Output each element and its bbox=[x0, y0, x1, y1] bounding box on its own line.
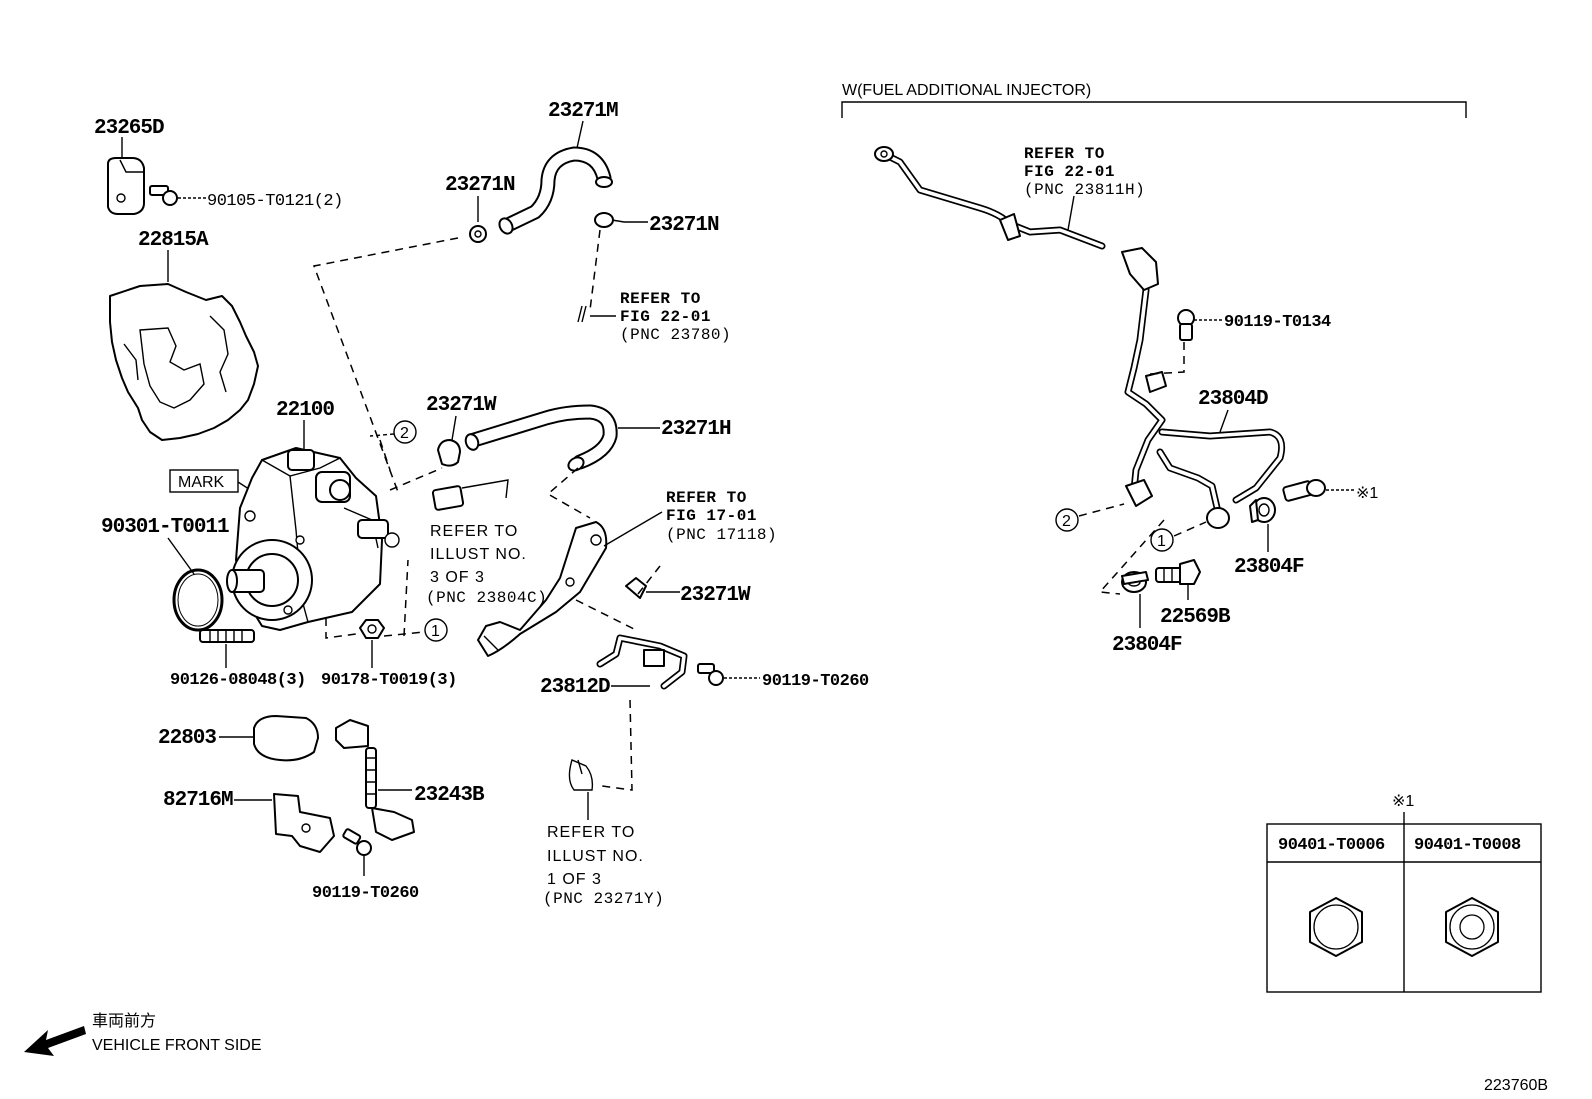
refer-illust-1of3: REFER TO ILLUST NO. 1 OF 3 (PNC 23271Y) bbox=[543, 824, 664, 908]
label-90119-b: 90119-T0260 bbox=[312, 884, 419, 903]
union-bolt bbox=[1282, 479, 1326, 502]
label-90301: 90301-T0011 bbox=[101, 516, 229, 539]
pipe-23812D bbox=[596, 634, 688, 690]
bracket-fig17 bbox=[477, 521, 608, 657]
union-bolt-table: 90401-T0006 90401-T0008 bbox=[1266, 823, 1542, 993]
ref4-line2: ILLUST NO. bbox=[547, 848, 644, 865]
table-col1-header: 90401-T0006 bbox=[1278, 836, 1385, 855]
diagram-id: 223760B bbox=[1484, 1077, 1548, 1094]
table-col2-header: 90401-T0008 bbox=[1414, 836, 1521, 855]
clip-23271N-right bbox=[594, 212, 625, 228]
svg-text:1: 1 bbox=[431, 623, 440, 640]
label-90178: 90178-T0019(3) bbox=[321, 671, 457, 690]
variant-bracket bbox=[841, 101, 1467, 118]
vehicle-front-en: VEHICLE FRONT SIDE bbox=[92, 1037, 262, 1054]
bracket-82716M bbox=[273, 793, 335, 853]
svg-text:2: 2 bbox=[1062, 513, 1071, 530]
nut-90178 bbox=[359, 619, 385, 639]
label-23271N-left: 23271N bbox=[445, 174, 515, 197]
cover-22815A bbox=[109, 283, 259, 441]
ref2-line3: 3 OF 3 bbox=[430, 569, 485, 586]
ref3-line1: REFER TO bbox=[666, 489, 747, 507]
bolt-90119-b bbox=[342, 828, 372, 856]
ref4-line1: REFER TO bbox=[547, 824, 635, 841]
label-23812D: 23812D bbox=[540, 676, 610, 699]
gasket-23804F-lower bbox=[1121, 571, 1149, 593]
stud-90126 bbox=[199, 629, 255, 643]
bracket-23265D bbox=[107, 157, 145, 215]
clip-23271W-lower bbox=[625, 577, 647, 599]
refer-22-01-23780: REFER TO FIG 22-01 (PNC 23780) bbox=[620, 290, 731, 344]
hex-nut-T0008-icon bbox=[1445, 897, 1499, 957]
ref5-line2: FIG 22-01 bbox=[1024, 163, 1115, 181]
label-23271M: 23271M bbox=[548, 100, 618, 123]
label-90126: 90126-08048(3) bbox=[170, 671, 306, 690]
asterisk1-table-label: ※1 bbox=[1392, 793, 1414, 810]
callout-2-right: 2 bbox=[1055, 508, 1079, 532]
bolt-90105 bbox=[149, 185, 178, 206]
hex-bolt-T0006-icon bbox=[1309, 897, 1363, 957]
ref3-line2: FIG 17-01 bbox=[666, 507, 757, 525]
hose-23271H bbox=[464, 404, 618, 472]
label-23804D: 23804D bbox=[1198, 388, 1268, 411]
pump-22100 bbox=[226, 447, 400, 631]
asterisk1-label: ※1 bbox=[1356, 485, 1378, 502]
label-23271W-lower: 23271W bbox=[680, 584, 751, 607]
label-mark-box: MARK bbox=[169, 469, 239, 493]
label-22569B: 22569B bbox=[1160, 606, 1231, 629]
gasket-23804F-upper bbox=[1249, 497, 1276, 523]
ref2-line1: REFER TO bbox=[430, 523, 518, 540]
clip-23271W-top bbox=[437, 439, 461, 467]
label-23271H: 23271H bbox=[661, 418, 731, 441]
callout-1-right: 1 bbox=[1150, 528, 1174, 552]
label-22815A: 22815A bbox=[138, 229, 209, 252]
vehicle-front-jp: 車両前方 bbox=[92, 1012, 156, 1030]
hose-end-ref4 bbox=[568, 759, 594, 791]
ref1-line1: REFER TO bbox=[620, 290, 701, 308]
ref1-line2: FIG 22-01 bbox=[620, 308, 711, 326]
label-mark: MARK bbox=[178, 474, 225, 491]
label-22100: 22100 bbox=[276, 399, 334, 422]
label-22803: 22803 bbox=[158, 727, 216, 750]
label-23271W-top: 23271W bbox=[426, 394, 497, 417]
ref5-line1: REFER TO bbox=[1024, 145, 1105, 163]
label-23265D: 23265D bbox=[94, 117, 164, 140]
svg-text:2: 2 bbox=[400, 425, 409, 442]
label-90119-T0134: 90119-T0134 bbox=[1224, 313, 1331, 332]
ref4-line3: 1 OF 3 bbox=[547, 871, 602, 888]
label-23804F-upper: 23804F bbox=[1234, 556, 1304, 579]
bolt-22569B bbox=[1155, 559, 1201, 585]
svg-text:1: 1 bbox=[1157, 533, 1166, 550]
label-23804F-lower: 23804F bbox=[1112, 634, 1182, 657]
callout-1-left: 1 bbox=[424, 618, 448, 642]
label-90119-a: 90119-T0260 bbox=[762, 672, 869, 691]
label-23271N-right: 23271N bbox=[649, 214, 719, 237]
fitting-pipe bbox=[431, 479, 509, 511]
pipe-ref-23811H bbox=[874, 146, 1106, 250]
label-82716M: 82716M bbox=[163, 789, 233, 812]
bolt-90119-T0134 bbox=[1177, 309, 1195, 341]
ref2-line4: (PNC 23804C) bbox=[426, 589, 547, 607]
cap-22803 bbox=[253, 715, 319, 762]
sensor-23243B bbox=[335, 719, 415, 841]
arrow-left-icon bbox=[24, 1026, 86, 1056]
refer-17-01-17118: REFER TO FIG 17-01 (PNC 17118) bbox=[666, 489, 777, 544]
label-23243B: 23243B bbox=[414, 784, 485, 807]
callout-2-left: 2 bbox=[393, 420, 417, 444]
pipe-23804D bbox=[1121, 247, 1286, 529]
ref5-line3: (PNC 23811H) bbox=[1024, 181, 1145, 199]
label-90105: 90105-T0121(2) bbox=[207, 192, 343, 211]
ref4-line4: (PNC 23271Y) bbox=[543, 890, 664, 908]
refer-22-01-23811H: REFER TO FIG 22-01 (PNC 23811H) bbox=[1024, 145, 1145, 199]
refer-illust-3of3: REFER TO ILLUST NO. 3 OF 3 (PNC 23804C) bbox=[426, 523, 547, 607]
variant-label: W(FUEL ADDITIONAL INJECTOR) bbox=[842, 82, 1091, 99]
ref1-line3: (PNC 23780) bbox=[620, 326, 731, 344]
ref2-line2: ILLUST NO. bbox=[430, 546, 527, 563]
clip-23271N-left bbox=[469, 225, 487, 243]
hose-23271M bbox=[498, 146, 613, 235]
o-ring-90301 bbox=[172, 568, 224, 632]
ref3-line3: (PNC 17118) bbox=[666, 526, 777, 544]
bolt-90119-a bbox=[697, 663, 724, 686]
